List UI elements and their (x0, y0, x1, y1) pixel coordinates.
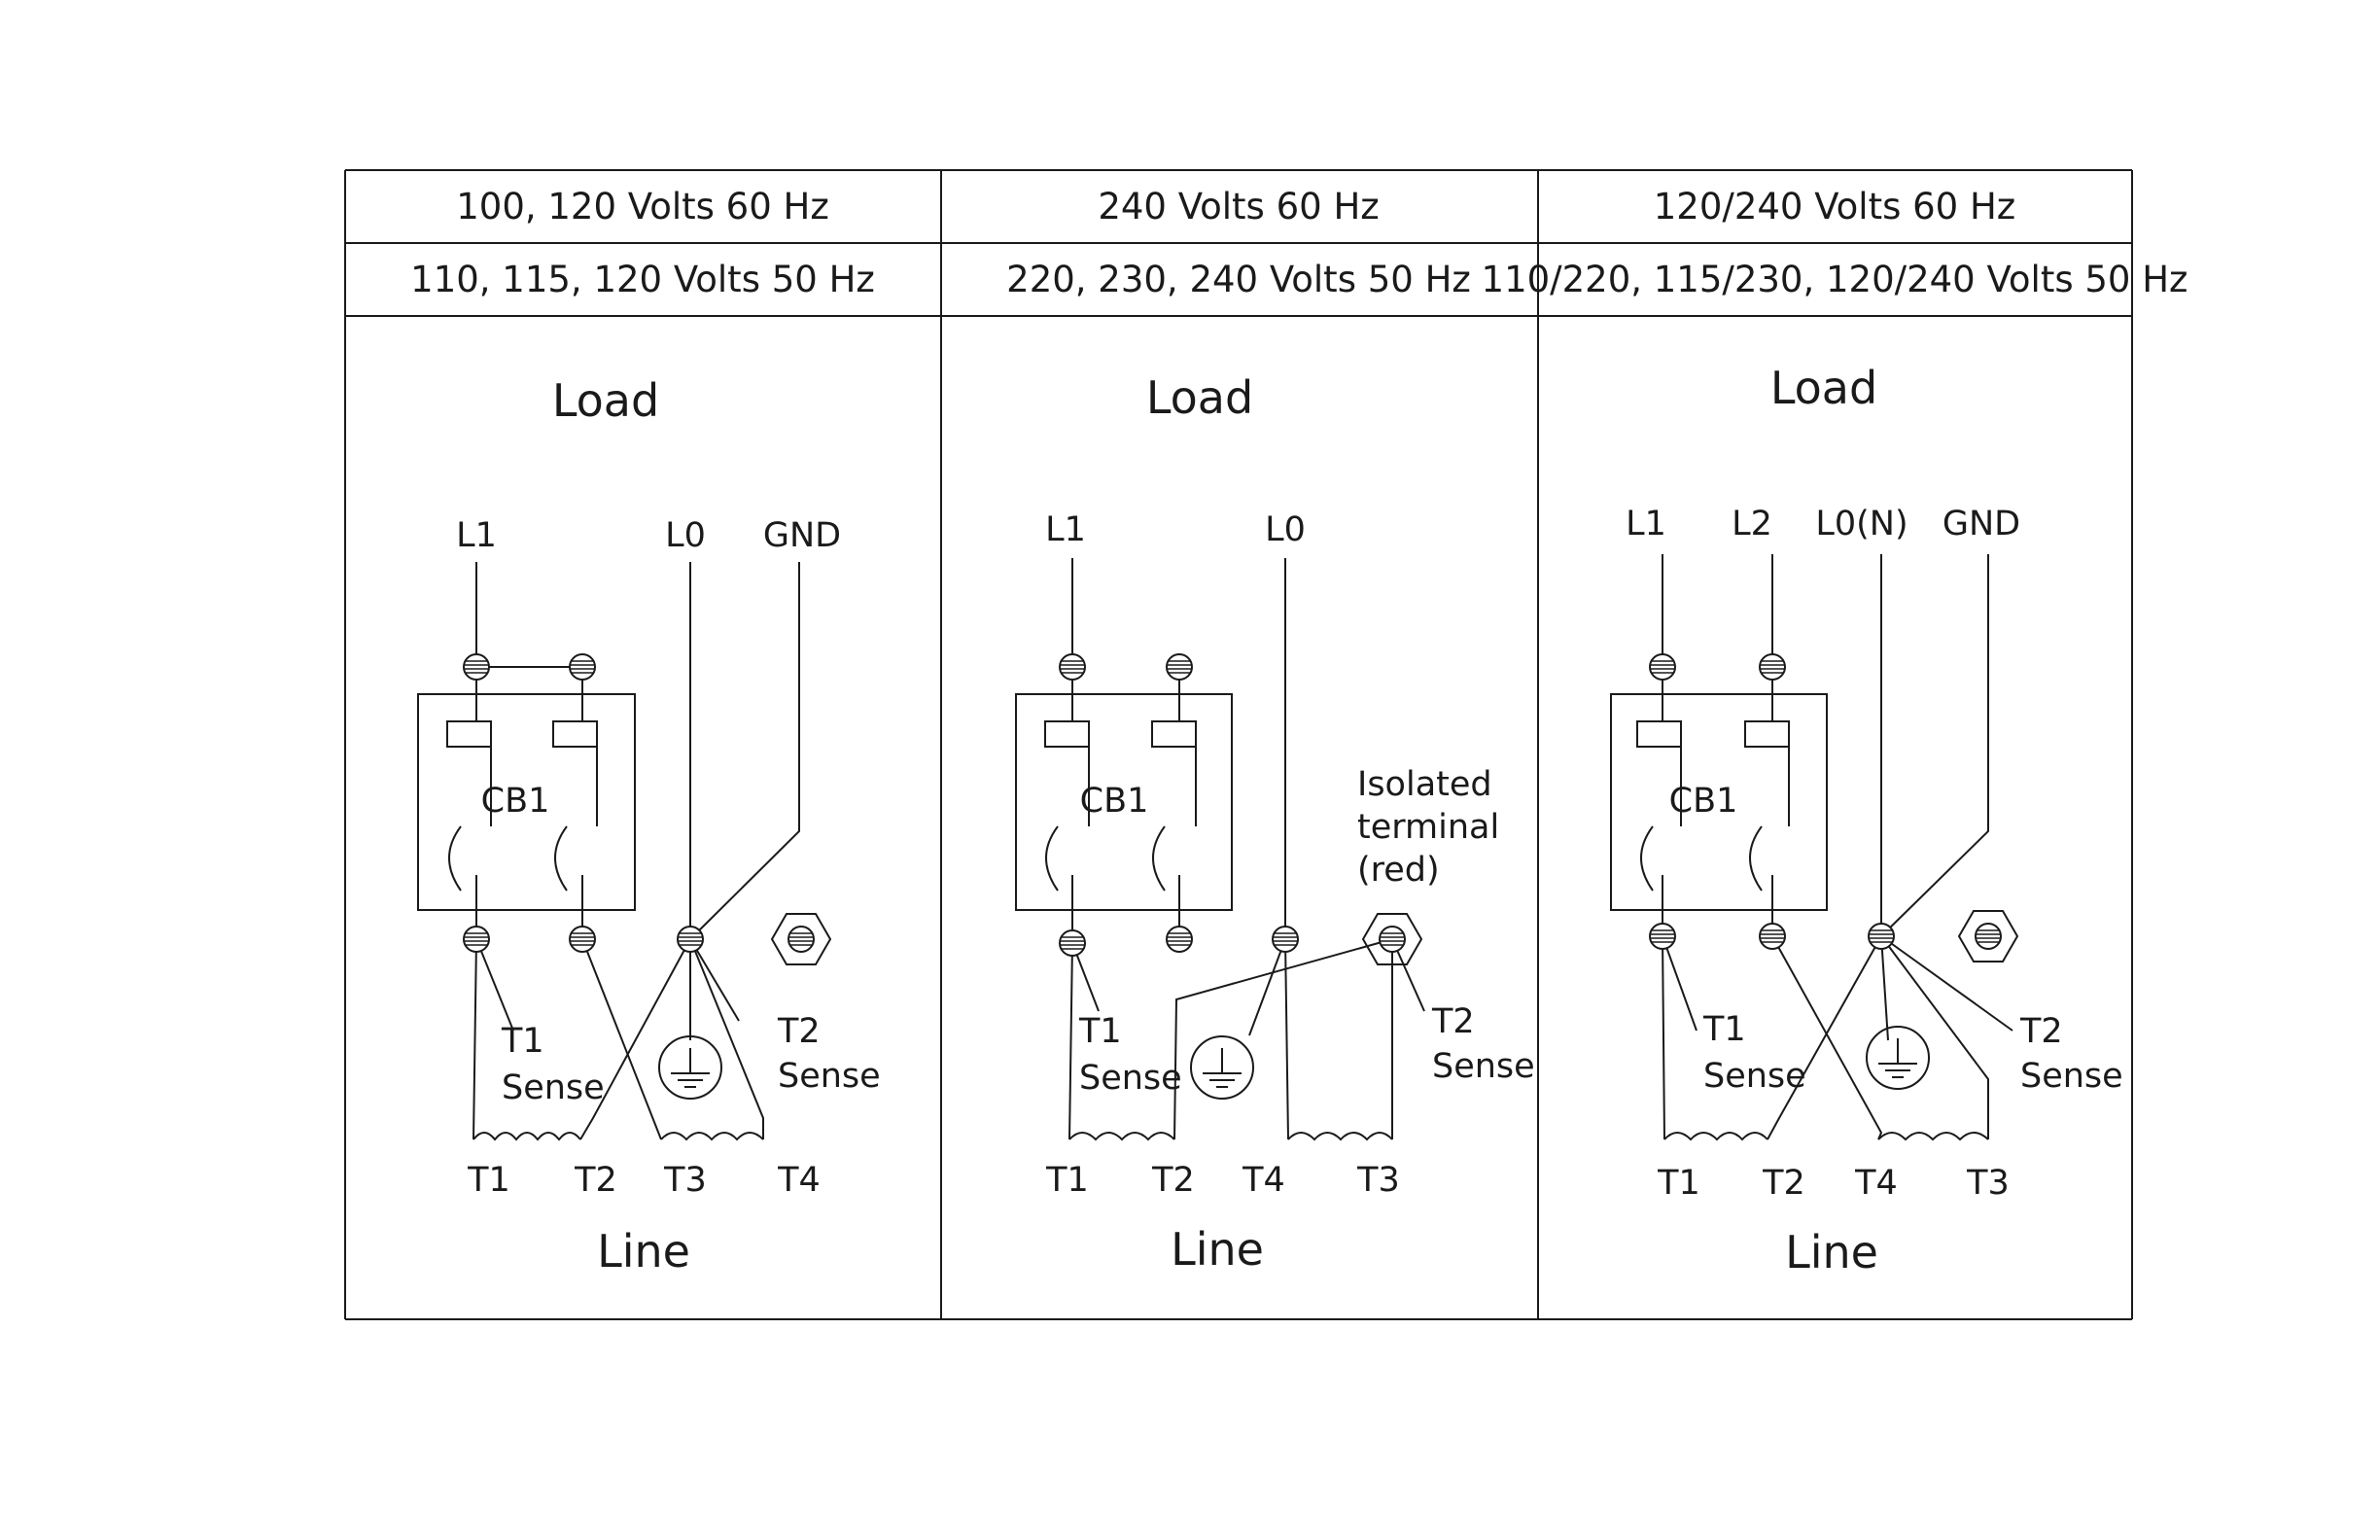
terminal-icon (569, 926, 596, 953)
t2-sense-word: Sense (2020, 1057, 2123, 1096)
bottom-label-t3: T3 (1356, 1161, 1400, 1200)
bottom-label-t4: T4 (777, 1161, 821, 1200)
top-label-l0n: L0(N) (1815, 505, 1908, 543)
t2-sense-label: T2 (777, 1012, 821, 1051)
top-label-l0: L0 (1265, 510, 1306, 549)
panel1-header-60hz: 100, 120 Volts 60 Hz (456, 186, 829, 228)
circuit-breaker: CB1 (1015, 667, 1233, 943)
line-label: Line (1171, 1223, 1264, 1276)
top-label-gnd: GND (1942, 505, 2020, 543)
terminal-icon (463, 653, 490, 681)
panel-3: Load L1 L2 L0(N) GND CB1 (1610, 362, 2123, 1278)
top-label-gnd: GND (763, 516, 841, 555)
breaker-label: CB1 (481, 782, 550, 821)
terminal-icon (1166, 653, 1193, 681)
bottom-label-t4: T4 (1242, 1161, 1285, 1200)
panel1-header-50hz: 110, 115, 120 Volts 50 Hz (410, 259, 875, 300)
bottom-label-t3: T3 (1966, 1164, 2010, 1203)
line-label: Line (597, 1225, 690, 1278)
top-label-l1: L1 (1045, 510, 1086, 549)
ground-icon (1866, 1026, 1930, 1090)
bottom-label-t4: T4 (1854, 1164, 1898, 1203)
terminal-icon (1059, 929, 1086, 957)
ground-icon (658, 1035, 722, 1100)
ground-icon (1190, 1035, 1254, 1100)
top-label-l0: L0 (665, 516, 706, 555)
t1-sense-word: Sense (502, 1068, 605, 1107)
bottom-label-t2: T2 (574, 1161, 617, 1200)
panel-1: Load L1 L0 GND CB1 (417, 374, 881, 1278)
terminal-icon (1649, 653, 1676, 681)
line-label: Line (1785, 1226, 1878, 1278)
circuit-breaker: CB1 (417, 667, 636, 939)
panel-2: Load L1 L0 CB1 Isolated (1015, 371, 1535, 1276)
load-label: Load (1770, 362, 1877, 414)
isolated-note-line1: Isolated (1357, 765, 1492, 804)
load-label: Load (552, 374, 659, 427)
t2-sense-label: T2 (1431, 1002, 1475, 1041)
bottom-label-t3: T3 (663, 1161, 707, 1200)
terminal-icon (1272, 926, 1299, 953)
bottom-label-t1: T1 (1045, 1161, 1089, 1200)
t2-sense-word: Sense (1432, 1047, 1535, 1086)
bottom-label-t1: T1 (1657, 1164, 1700, 1203)
terminal-icon (569, 653, 596, 681)
panel3-header-60hz: 120/240 Volts 60 Hz (1654, 186, 2015, 228)
terminal-icon (1759, 653, 1786, 681)
panel2-header-50hz: 220, 230, 240 Volts 50 Hz (1006, 259, 1471, 300)
t1-sense-label: T1 (1702, 1010, 1746, 1049)
terminal-icon (1059, 653, 1086, 681)
t2-sense-word: Sense (778, 1057, 881, 1096)
table-frame (344, 169, 2133, 1320)
terminal-icon (677, 926, 704, 953)
bottom-label-t2: T2 (1762, 1164, 1805, 1203)
hex-nut-icon (772, 914, 830, 964)
isolated-note-line3: (red) (1357, 851, 1440, 890)
panel3-header-50hz: 110/220, 115/230, 120/240 Volts 50 Hz (1482, 259, 2188, 300)
bottom-label-t2: T2 (1151, 1161, 1195, 1200)
terminal-icon (1166, 926, 1193, 953)
terminal-icon (463, 926, 490, 953)
t1-sense-word: Sense (1703, 1057, 1806, 1096)
header-row-50hz: 110, 115, 120 Volts 50 Hz 220, 230, 240 … (410, 259, 2188, 300)
top-label-l1: L1 (1626, 505, 1666, 543)
panel2-header-60hz: 240 Volts 60 Hz (1098, 186, 1379, 228)
breaker-label: CB1 (1669, 782, 1738, 821)
t1-sense-word: Sense (1079, 1059, 1182, 1098)
t1-sense-label: T1 (501, 1022, 544, 1061)
top-label-l1: L1 (456, 516, 497, 555)
top-label-l2: L2 (1732, 505, 1772, 543)
circuit-breaker: CB1 (1610, 667, 1828, 936)
bottom-label-t1: T1 (467, 1161, 510, 1200)
header-row-60hz: 100, 120 Volts 60 Hz 240 Volts 60 Hz 120… (456, 186, 2015, 228)
terminal-icon (1649, 923, 1676, 950)
terminal-icon (1759, 923, 1786, 950)
t1-sense-label: T1 (1078, 1012, 1122, 1051)
load-label: Load (1146, 371, 1253, 424)
breaker-label: CB1 (1080, 782, 1149, 821)
hex-nut-icon (1959, 911, 2017, 962)
terminal-icon (1868, 923, 1895, 950)
t2-sense-label: T2 (2019, 1012, 2063, 1051)
isolated-note-line2: terminal (1357, 808, 1499, 847)
